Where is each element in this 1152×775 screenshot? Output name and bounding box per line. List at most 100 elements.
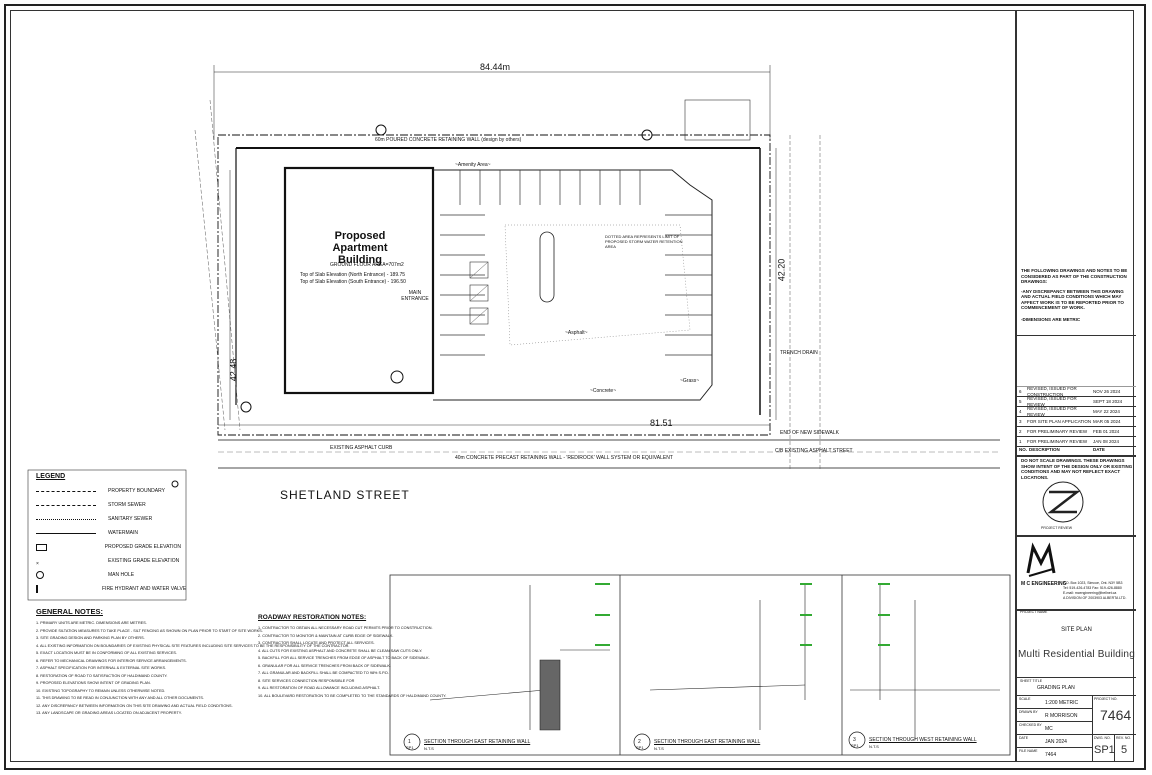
project-block: PROJECT NAME SITE PLAN Multi Residential… [1017,607,1136,678]
general-notes-list: 1. PRIMARY UNITS ARE METRIC. DIMENSIONS … [36,620,350,718]
legend-label: WATERMAIN [108,530,138,536]
note-item: 1. CONTRACTOR TO OBTAIN ALL NECESSARY RO… [258,626,433,630]
concrete-label: ~Concrete~ [590,388,617,394]
note-item: 8. SITE SERVICES CONNECTION RESPONSIBLE … [258,678,355,683]
section-2-drawing [649,585,806,730]
section-2-title: SECTION THROUGH EAST RETAINING WALL [654,739,761,745]
date-label: DATE [1019,736,1029,740]
trench-drain-label: TRENCH DRAIN [780,350,818,356]
scale-value: 1:200 METRIC [1045,700,1079,706]
note-item: 9. ALL RESTORATION OF ROAD ALLOWANCE INC… [258,686,381,690]
legend: LEGEND PROPERTY BOUNDARY STORM SEWER SAN… [36,473,186,596]
section-2-sheet: SP1 [636,745,644,750]
revision-header-date: DATE [1093,447,1105,453]
firm-tel: Tel: 519-426-4783 Fax: 519-426-8880 [1063,586,1122,590]
titleblock-note-1: -ANY DISCREPANCY BETWEEN THIS DRAWING AN… [1021,288,1124,311]
section-3-sheet: SP1 [851,743,859,748]
manhole-icon [36,571,44,579]
revision-desc: REVISED, ISSUED FOR CONSTRUCTION [1027,386,1077,397]
revision-row: 5 REVISED, ISSUED FOR REVIEW SEPT 18 202… [1017,396,1136,407]
note-item: 2. PROVIDE SILTATION MEASURES TO TAKE PL… [36,628,263,633]
note-item: 6. GRANULAR FOR ALL SERVICE TRENCHES FRO… [258,663,391,668]
existing-street-label: C/B EXISTING ASPHALT STREET [775,448,853,454]
revision-date: SEPT 18 2024 [1093,398,1123,404]
firm-address: P.O. Box 1023, Simcoe, Ont. N3Y 5B3 [1063,581,1123,585]
revision-row: 1 FOR PRELIMINARY REVIEW JAN 08 2024 [1017,437,1136,447]
note-item: 10. EXISTING TOPOGRAPHY TO REMAIN UNLESS… [36,688,166,693]
legend-label: STORM SEWER [108,502,146,508]
revision-no: 6 [1019,388,1022,394]
do-not-scale-note: DO NOT SCALE DRAWINGS. THESE DRAWINGS SH… [1021,458,1133,480]
amenity-label: ~Amenity Area~ [455,162,491,168]
revision-date: MAR 05 2024 [1093,418,1121,424]
date-cell: DATE JAN 2024 [1017,734,1093,748]
storage-note: DOTTED AREA REPRESENTS LIMIT OF PROPOSED… [605,234,683,249]
revision-desc: FOR SITE PLAN APPLICATION [1027,418,1092,424]
roadway-notes-title: ROADWAY RESTORATION NOTES: [258,614,367,621]
legend-swatch [36,532,96,534]
drawn-by-label: DRAWN BY [1019,710,1038,714]
sheet-title: GRADING PLAN [1037,685,1075,691]
legend-item: MAN HOLE [36,568,181,582]
firm-logo-icon [1026,542,1056,577]
building-footprint [283,166,435,395]
accessible-stalls [469,261,489,325]
firm-block: M C ENGINEERING P.O. Box 1023, Simcoe, O… [1017,535,1136,611]
firm-name: M C ENGINEERING [1021,581,1067,587]
revision-desc: FOR PRELIMINARY REVIEW [1027,438,1088,444]
legend-item: PROPERTY BOUNDARY [36,484,181,498]
revision-date: NOV 26 2024 [1093,388,1121,394]
note-item: 2. CONTRACTOR TO MONITOR & MAINTAIN AT C… [258,633,394,638]
legend-item: STORM SEWER [36,498,181,512]
info-grid: SCALE 1:200 METRIC DRAWN BY R MORRISON C… [1017,695,1136,762]
note-item: 1. PRIMARY UNITS ARE METRIC. DIMENSIONS … [36,621,147,625]
firm-email: E-mail: mcengineering@bellnet.ca [1063,591,1117,595]
revision-desc: FOR PRELIMINARY REVIEW [1027,428,1088,434]
grass-label: ~Grass~ [680,378,700,384]
legend-swatch [36,543,47,551]
revision-header-desc: DESCRIPTION [1029,447,1060,453]
note-item: 7. ASPHALT SPECIFICATION FOR INTERNAL & … [36,666,167,670]
right-depth-dimension: 42.20 [776,258,787,282]
section-1-number: 1 [408,739,411,745]
project-no-label: PROJECT NO. [1094,697,1118,701]
drawn-by-cell: DRAWN BY R MORRISON [1017,708,1093,722]
checked-by-cell: CHECKED BY MC [1017,721,1093,735]
note-item: 6. REFER TO MECHANICAL DRAWINGS FOR INTE… [36,658,187,663]
legend-item: PROPOSED GRADE ELEVATION [36,540,181,554]
existing-curb-label: EXISTING ASPHALT CURB [330,445,393,451]
street-name: SHETLAND STREET [280,488,410,502]
dwg-no-label: DWG. NO. [1094,736,1111,740]
legend-box [27,469,187,601]
stamp-label: PROJECT REVIEW [1041,526,1073,530]
building-title: Proposed Apartment Building [325,230,395,266]
retaining-wall-label: 60m POURED CONCRETE RETAINING WALL (desi… [375,137,522,143]
note-item: 11. THIS DRAWING TO BE READ IN CONJUNCTI… [36,696,204,700]
revision-row: 2 FOR PRELIMINARY REVIEW FEB 01 2024 [1017,427,1136,437]
legend-label: FIRE HYDRANT AND WATER VALVE [102,586,187,592]
note-item: 4. ALL EXISTING INFORMATION ON BOUNDARIE… [36,643,350,648]
scale-label: SCALE [1019,697,1031,701]
note-item: 9. PROPOSED ELEVATIONS SHOW INTENT OF GR… [36,681,151,685]
legend-item: WATERMAIN [36,526,181,540]
file-value: 7464 [1045,752,1057,758]
project-no: 7464 [1100,707,1132,723]
rev-no: 5 [1121,744,1128,756]
asphalt-label: ~Asphalt~ [565,330,588,336]
date-value: JAN 2024 [1045,739,1067,745]
revision-desc: REVISED, ISSUED FOR REVIEW [1027,396,1077,407]
revision-date: FEB 01 2024 [1093,428,1120,434]
main-entrance-label: MAIN ENTRANCE [401,290,429,302]
revision-row: 6 REVISED, ISSUED FOR CONSTRUCTION NOV 2… [1017,386,1136,397]
legend-label: PROPOSED GRADE ELEVATION [104,544,181,550]
section-1-sheet: SP1 [406,745,414,750]
legend-label: SANITARY SEWER [108,516,153,522]
project-name: Multi Residential Building [1018,649,1135,660]
project-no-cell: PROJECT NO. 7464 [1092,695,1136,735]
center-island [539,231,555,303]
revision-header: NO. DESCRIPTION DATE [1017,445,1136,457]
drawn-by: R MORRISON [1045,713,1078,719]
building-title-line3: Building [338,254,382,266]
revision-header-no: NO. [1019,447,1028,453]
sections-box [389,574,1011,756]
